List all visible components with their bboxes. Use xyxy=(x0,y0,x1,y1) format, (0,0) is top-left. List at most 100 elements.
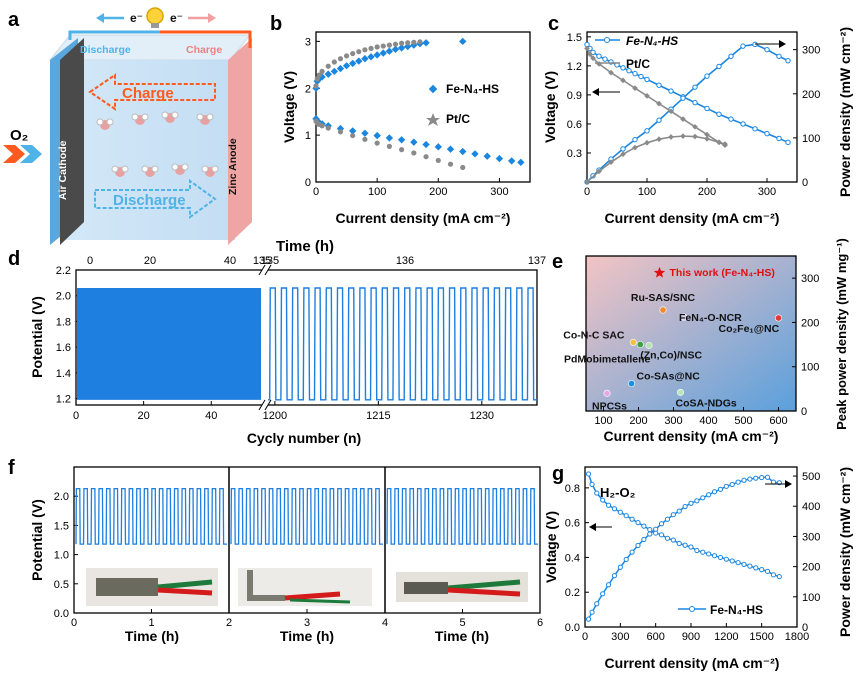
y-tick-label: 3 xyxy=(305,36,311,48)
y-tick-label: 1.0 xyxy=(54,550,69,562)
y-tick-label: 2.2 xyxy=(56,265,71,277)
y-tick-label: 1 xyxy=(305,130,311,142)
fe-n4-hs-voltage-point xyxy=(700,549,706,555)
fe-n4-hs-point xyxy=(391,45,400,54)
pt-c-point xyxy=(374,140,380,146)
panel-label-g: g xyxy=(552,463,564,485)
fe-n4-hs-voltage-point xyxy=(717,554,724,561)
pt-c-power-point xyxy=(596,168,602,175)
fe-n4-hs-point xyxy=(434,143,442,151)
pt-c-point xyxy=(350,132,356,139)
panel-b-xlabel: Current density (mA cm⁻²) xyxy=(336,210,511,226)
fe-n4-hs-voltage-point xyxy=(623,513,629,519)
pt-c-point xyxy=(331,59,337,65)
fe-n4-hs-voltage-point xyxy=(770,572,777,578)
fe-n4-hs-power-point xyxy=(764,474,771,480)
fe-n4-hs-voltage-point xyxy=(594,490,600,496)
fe-n4-hs-voltage-point xyxy=(600,497,606,503)
fe-n4-hs-voltage-point xyxy=(711,553,718,559)
fe-n4-hs-power-point xyxy=(620,146,626,152)
fe-n4-hs-voltage-point xyxy=(747,563,753,569)
y-tick-label: 0.4 xyxy=(565,552,580,564)
x-tick-label: 400 xyxy=(699,415,717,427)
folded-battery-photo xyxy=(396,572,528,602)
pt-c-power-point xyxy=(656,136,662,143)
fe-n4-hs-voltage-point xyxy=(759,567,765,573)
pt-c-voltage-point xyxy=(644,93,650,99)
fe-n4-hs-point xyxy=(459,147,467,156)
bulb-icon xyxy=(146,7,164,28)
fe-n4-hs-voltage-point xyxy=(716,111,722,117)
molecule-atom xyxy=(196,113,204,121)
y-tick-label: 1.2 xyxy=(56,394,71,406)
discharge-wire xyxy=(68,30,160,40)
fe-n4-hs-point xyxy=(397,136,406,144)
y-tick-label: 100 xyxy=(802,592,820,604)
pt-c-voltage-point xyxy=(632,85,638,91)
x-tick-label: 0 xyxy=(584,186,590,198)
panel-c-xlabel: Current density (mA cm⁻²) xyxy=(605,210,780,226)
axis-break-mark xyxy=(264,264,272,276)
pt-c-power-line xyxy=(586,135,726,183)
pt-c-point xyxy=(319,68,325,74)
charge-wire xyxy=(160,30,252,48)
y-tick-label: 1.5 xyxy=(567,32,582,44)
top-tick-label: 20 xyxy=(144,255,156,267)
fe-n4-hs-power-point xyxy=(589,609,595,615)
fe-n4-hs-power-point xyxy=(653,526,659,532)
axis-break-mark xyxy=(264,399,272,411)
pt-c-point xyxy=(313,83,319,89)
pt-c-point xyxy=(362,47,368,53)
fe-n4-hs-voltage-point xyxy=(596,53,602,59)
point-ru-sas-snc xyxy=(659,306,667,314)
pt-c-voltage-point xyxy=(692,124,698,130)
fe-n4-hs-power-point xyxy=(670,512,676,518)
panel-e-xlabel: Current density (mA cm⁻²) xyxy=(604,428,779,444)
panel-label-c: c xyxy=(548,13,559,35)
y-tick-label: 1.5 xyxy=(54,520,69,532)
pt-c-point xyxy=(337,129,344,135)
pt-c-voltage-point xyxy=(704,131,710,138)
x-tick-label: 3 xyxy=(304,617,310,629)
y-tick-label: 100 xyxy=(801,362,819,374)
y-tick-label: 0.0 xyxy=(565,622,580,634)
fe-n4-hs-power-point xyxy=(729,481,735,488)
fe-n4-hs-power-point xyxy=(676,508,682,514)
fe-n4-hs-point xyxy=(471,150,479,158)
charge-arrow-label: Charge xyxy=(122,85,174,102)
fe-n4-hs-voltage-point xyxy=(647,527,653,533)
pt-c-voltage-point xyxy=(620,77,626,84)
fe-n4-hs-voltage-point xyxy=(764,130,770,137)
pt-c-voltage-point xyxy=(584,45,590,52)
fe-n4-hs-power-point xyxy=(688,500,694,506)
pt-c-point xyxy=(316,72,322,78)
fe-n4-hs-voltage-point xyxy=(589,481,595,487)
point-this-work-fe-n-hs- xyxy=(653,266,666,278)
label-fen-o-ncr: FeN₄-O-NCR xyxy=(679,312,742,324)
pt-c-point xyxy=(405,40,411,46)
pt-c-point xyxy=(423,154,429,160)
pt-c-point xyxy=(447,161,454,167)
fe-n4-hs-point xyxy=(410,138,418,146)
top-tick-label: 137 xyxy=(528,255,546,267)
top-tick-label: 135 xyxy=(253,255,271,267)
point-cosa-ndgs xyxy=(676,388,684,396)
o2-label: O₂ xyxy=(10,127,28,144)
pt-c-point xyxy=(343,53,350,59)
x-tick-label: 1800 xyxy=(785,631,809,643)
x-tick-label: 1200 xyxy=(714,631,738,643)
fe-n4-hs-power-point xyxy=(647,531,653,537)
y-tick-label: 500 xyxy=(802,471,820,483)
x-tick-label: 2 xyxy=(226,617,232,629)
charge-arrow-icon: Charge xyxy=(88,73,216,111)
fe-n4-hs-power-point xyxy=(785,57,791,64)
panel-f-xlabel-2: Time (h) xyxy=(280,628,334,644)
fe-n4-hs-point xyxy=(373,51,381,59)
x-tick-label: 0 xyxy=(313,186,319,198)
fe-n4-hs-power-point xyxy=(704,73,710,79)
x-tick-label: 1215 xyxy=(366,410,390,422)
pt-c-power-point xyxy=(722,141,728,147)
y-tick-label: 0 xyxy=(305,177,311,189)
panel-f-xlabel-3: Time (h) xyxy=(435,628,489,644)
